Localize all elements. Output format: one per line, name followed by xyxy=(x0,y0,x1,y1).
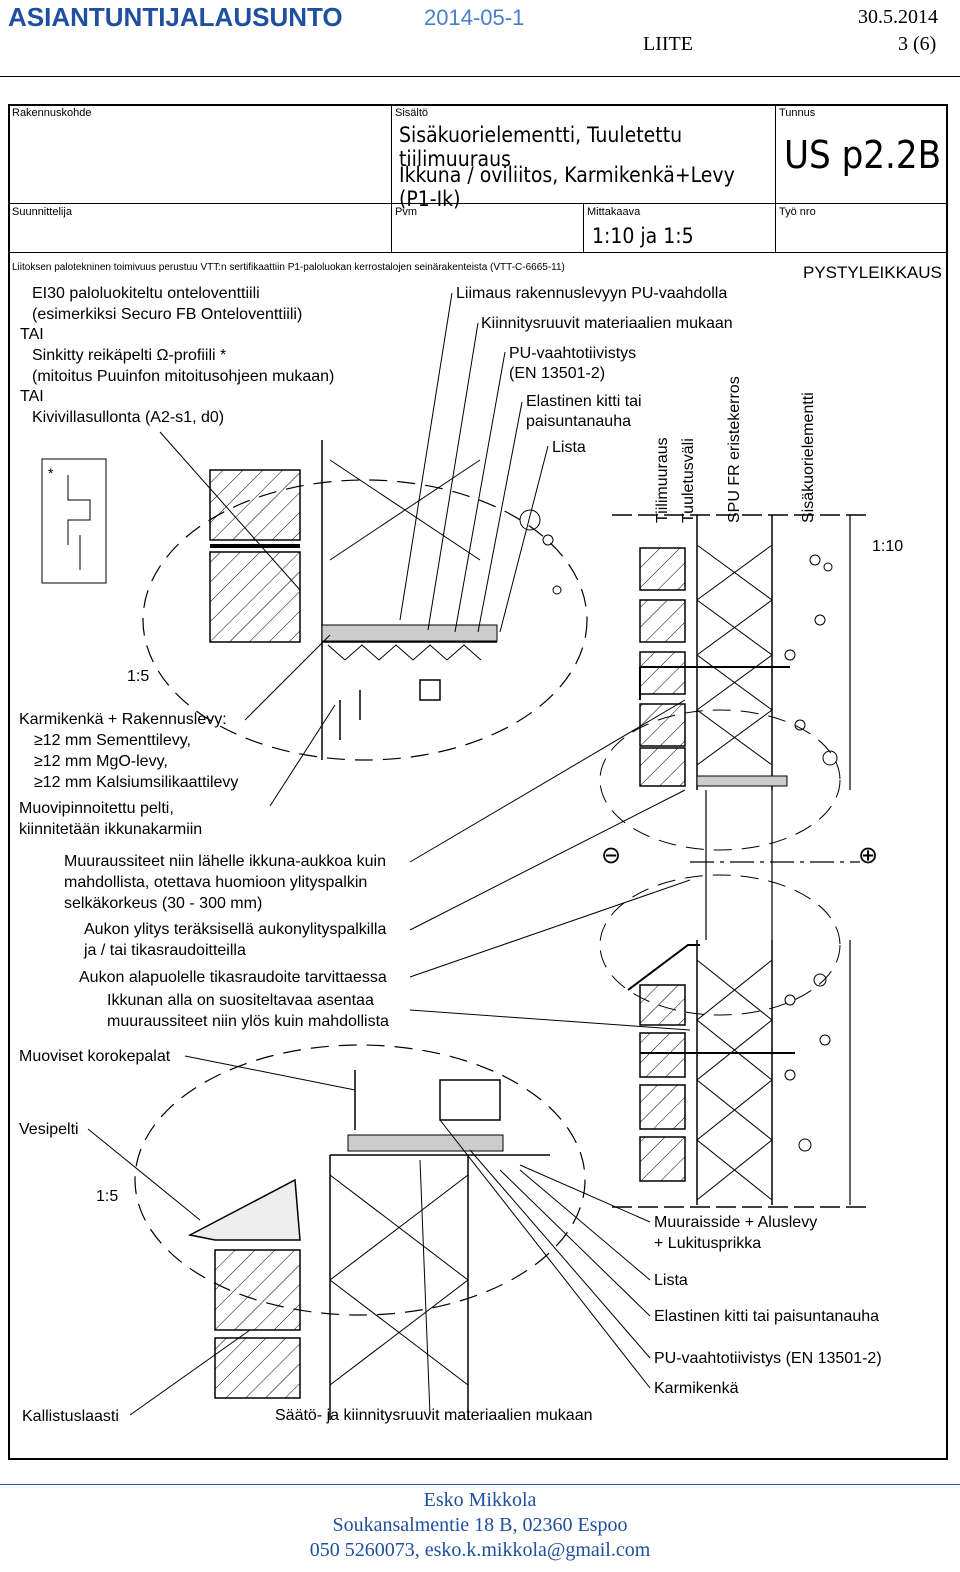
attachment-label: LIITE xyxy=(643,33,693,55)
document-date: 2014-05-1 xyxy=(424,5,525,30)
note-strip: Lista xyxy=(552,439,586,456)
detail-circle-bottom xyxy=(134,1044,586,1316)
section-title: PYSTYLEIKKAUS xyxy=(803,263,942,282)
note-foam-bottom: PU-vaahtotiivistys (EN 13501-2) xyxy=(654,1350,882,1367)
note-lintel-1: Aukon ylitys teräksisellä aukonylityspal… xyxy=(84,921,387,938)
note-tie-3: selkäkorkeus (30 - 300 mm) xyxy=(64,895,263,912)
project-label: Rakennuskohde xyxy=(12,107,92,119)
job-cell: Työ nro xyxy=(775,203,948,253)
detail-circle-top xyxy=(142,479,588,761)
note-adjust-screws: Säätö- ja kiinnitysruuvit materiaalien m… xyxy=(275,1407,593,1424)
date-label: Pvm xyxy=(395,206,417,218)
note-lintel-2: ja / tai tikasraudoitteilla xyxy=(84,942,246,959)
left-note-2: (esimerkiksi Securo FB Onteloventtiili) xyxy=(32,306,303,323)
footer: Esko Mikkola Soukansalmentie 18 B, 02360… xyxy=(0,1488,960,1563)
note-truss: Aukon alapuolelle tikasraudoite tarvitta… xyxy=(79,969,387,986)
left-note-4: Sinkitty reikäpelti Ω-profiili * xyxy=(32,347,227,364)
note-sheet-2: kiinnitetään ikkunakarmiin xyxy=(19,821,203,838)
content-cell: Sisältö Sisäkuorielementti, Tuuletettu t… xyxy=(391,104,776,211)
drawing-code: US p2.2B xyxy=(784,133,942,177)
note-sheet-1: Muovipinnoitettu pelti, xyxy=(19,800,174,817)
note-frame-shoe: Karmikenkä + Rakennuslevy: xyxy=(19,711,227,728)
left-note-3: TAI xyxy=(20,326,44,343)
note-foam: PU-vaahtotiivistys xyxy=(509,345,637,362)
content-label: Sisältö xyxy=(395,107,429,119)
document-type-title: ASIANTUNTIJALAUSUNTO xyxy=(8,2,343,32)
scale-value: 1:10 ja 1:5 xyxy=(592,224,694,248)
asterisk-mark: * xyxy=(48,465,54,481)
note-sealant-1: Elastinen kitti tai xyxy=(526,393,642,410)
leader-lines xyxy=(87,292,691,1416)
plus-symbol: ⊕ xyxy=(858,842,879,869)
brick-column-bottom xyxy=(639,984,686,1182)
note-shims: Muoviset korokepalat xyxy=(19,1048,171,1065)
scale-detail-top: 1:5 xyxy=(127,668,150,685)
page-number: 3 (6) xyxy=(898,33,937,55)
brick-column-top xyxy=(639,547,686,787)
note-board-3: ≥12 mm Kalsiumsilikaattilevy xyxy=(34,774,239,791)
header-date: 30.5.2014 xyxy=(858,6,938,28)
left-note-5: (mitoitus Puuinfon mitoitusohjeen mukaan… xyxy=(32,368,335,385)
left-note-1: EI30 paloluokiteltu onteloventtiili xyxy=(32,285,260,302)
left-note-6: TAI xyxy=(20,388,44,405)
content-line-2: Ikkuna / oviliitos, Karmikenkä+Levy (P1-… xyxy=(399,163,735,211)
code-label: Tunnus xyxy=(779,107,816,119)
note-tie-plate-2: + Lukitusprikka xyxy=(654,1235,762,1252)
code-cell: Tunnus US p2.2B xyxy=(775,104,948,204)
note-screws: Kiinnitysruuvit materiaalien mukaan xyxy=(481,315,733,332)
scale-label: Mittakaava xyxy=(587,206,641,218)
scale-main: 1:10 xyxy=(872,538,904,555)
left-note-7: Kivivillasullonta (A2-s1, d0) xyxy=(32,409,225,426)
note-below-1: Ikkunan alla on suositeltavaa asentaa xyxy=(107,992,374,1009)
scale-cell: Mittakaava 1:10 ja 1:5 xyxy=(583,203,776,253)
note-frame-shoe-bottom: Karmikenkä xyxy=(654,1380,739,1397)
note-tie-1: Muuraussiteet niin lähelle ikkuna-aukkoa… xyxy=(64,853,386,870)
drawing-sheet xyxy=(8,104,948,1460)
basis-note: Liitoksen palotekninen toimivuus perustu… xyxy=(12,262,565,273)
note-below-2: muuraussiteet niin ylös kuin mahdollista xyxy=(107,1013,389,1030)
minus-symbol: ⊖ xyxy=(601,842,622,869)
note-strip-bottom: Lista xyxy=(654,1272,688,1289)
note-tie-2: mahdollista, otettava huomioon ylityspal… xyxy=(64,874,368,891)
footer-address: Soukansalmentie 18 B, 02360 Espoo xyxy=(332,1514,628,1536)
scale-detail-bottom: 1:5 xyxy=(96,1188,119,1205)
note-foam-std: (EN 13501-2) xyxy=(509,365,606,382)
note-glue: Liimaus rakennuslevyyn PU-vaahdolla xyxy=(456,285,728,302)
note-sealant-2: paisuntanauha xyxy=(526,413,631,430)
header-rule xyxy=(0,76,960,77)
note-mortar: Kallistuslaasti xyxy=(22,1408,119,1425)
content-line-1: Sisäkuorielementti, Tuuletettu tiilimuur… xyxy=(399,123,683,171)
designer-label: Suunnittelija xyxy=(12,206,72,218)
note-tie-plate-1: Muuraisside + Aluslevy xyxy=(654,1214,818,1231)
omega-profile-detail xyxy=(41,458,107,584)
footer-name: Esko Mikkola xyxy=(423,1489,537,1511)
label-insulation: SPU FR eristekerros xyxy=(726,376,743,523)
footer-contact: 050 5260073, esko.k.mikkola@gmail.com xyxy=(309,1539,651,1561)
label-brick: Tiilimuuraus xyxy=(654,437,671,523)
note-sealant-bottom: Elastinen kitti tai paisuntanauha xyxy=(654,1308,880,1325)
note-board-2: ≥12 mm MgO-levy, xyxy=(34,753,168,770)
label-inner-element: Sisäkuorielementti xyxy=(800,392,817,523)
footer-rule xyxy=(0,1484,960,1485)
job-label: Työ nro xyxy=(779,206,816,218)
label-vent: Tuuletusväli xyxy=(680,438,697,523)
note-flashing: Vesipelti xyxy=(19,1121,79,1138)
note-board-1: ≥12 mm Sementtilevy, xyxy=(34,732,191,749)
